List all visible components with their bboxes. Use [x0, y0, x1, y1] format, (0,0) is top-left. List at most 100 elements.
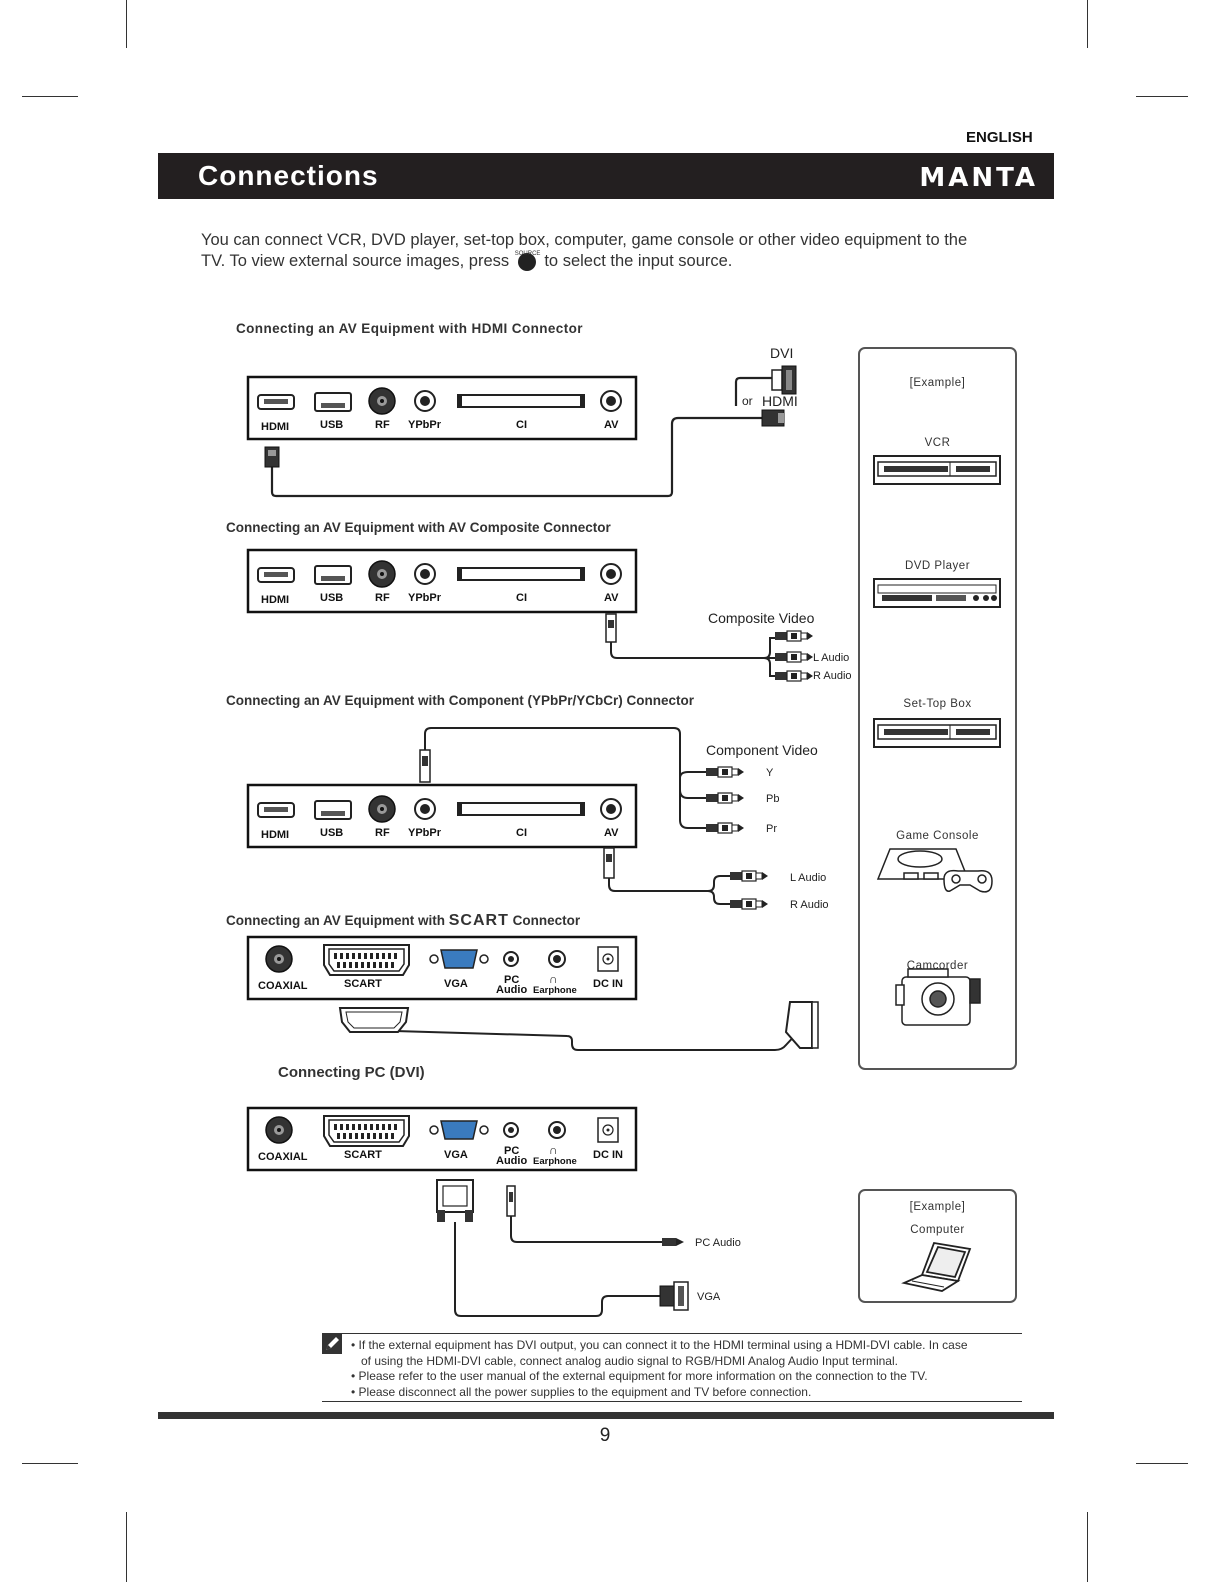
notes-bottom-rule [322, 1401, 1022, 1402]
port-label-coaxial: COAXIAL [258, 1151, 308, 1163]
rca-plug-r-audio [774, 670, 814, 682]
port-label-ypbpr: YPbPr [408, 592, 442, 604]
section-scart-heading: Connecting an AV Equipment with SCART Co… [226, 912, 580, 930]
intro-line-2a: TV. To view external source images, pres… [201, 252, 510, 270]
dvd-player-icon [873, 578, 1001, 608]
source-button-icon: SOURCE [515, 251, 540, 271]
port-label-scart: SCART [344, 1149, 382, 1161]
rca-plug-l-audio [729, 870, 769, 882]
y-label: Y [766, 767, 774, 779]
scart-cable [394, 1029, 801, 1051]
port-label-vga: VGA [444, 978, 468, 990]
port-label-earphone: Earphone [533, 1156, 577, 1167]
crop-mark [1087, 1512, 1088, 1582]
dvi-label: DVI [770, 345, 793, 361]
port-label-dc-in: DC IN [593, 978, 623, 990]
section-pc-heading: Connecting PC (DVI) [278, 1064, 425, 1081]
port-label-hdmi: HDMI [261, 594, 289, 606]
section-hdmi-heading: Connecting an AV Equipment with HDMI Con… [236, 321, 583, 336]
port-label-audio: Audio [496, 984, 527, 996]
pb-label: Pb [766, 793, 779, 805]
crop-mark [22, 96, 78, 97]
crop-mark [126, 0, 127, 48]
language-label: ENGLISH [966, 129, 1033, 146]
pc-audio-plug-tv [506, 1185, 516, 1217]
or-label: or [742, 394, 753, 408]
rca-plug-tv [605, 613, 617, 643]
port-label-usb: USB [320, 827, 343, 839]
port-label-rf: RF [375, 419, 390, 431]
brand-logo: MANTA [919, 163, 1038, 193]
intro-paragraph: You can connect VCR, DVD player, set-top… [201, 230, 1021, 272]
composite-cable [610, 637, 775, 677]
crop-mark [1136, 96, 1188, 97]
l-audio-label: L Audio [813, 652, 849, 664]
vga-cable-label: VGA [697, 1291, 721, 1303]
l-audio-label: L Audio [790, 872, 826, 884]
scart-plug-device [784, 1001, 819, 1049]
section-av-heading: Connecting an AV Equipment with AV Compo… [226, 520, 611, 535]
note-line-4: • Please disconnect all the power suppli… [351, 1384, 812, 1399]
note-line-1: • If the external equipment has DVI outp… [351, 1338, 968, 1352]
example-title: [Example] [909, 377, 966, 389]
port-label-hdmi: HDMI [261, 421, 289, 433]
rca-plug-l-audio [774, 651, 814, 663]
earphone-icon: ∩ [549, 1143, 558, 1157]
port-label-coaxial: COAXIAL [258, 980, 308, 992]
port-label-vga: VGA [444, 1149, 468, 1161]
camcorder-icon [895, 968, 981, 1026]
component-cable [424, 727, 706, 829]
hdmi-cable [270, 376, 772, 498]
scart-plug-tv [338, 1007, 410, 1033]
port-label-av: AV [604, 419, 619, 431]
port-label-dc-in: DC IN [593, 1149, 623, 1161]
device-label-game-console: Game Console [896, 830, 979, 842]
port-label-av: AV [604, 827, 619, 839]
audio-plug-tv [603, 847, 615, 879]
scart-heading-big: SCART [448, 912, 509, 929]
hdmi-cable-label: HDMI [762, 393, 798, 409]
port-label-audio: Audio [496, 1155, 527, 1167]
device-label-vcr: VCR [924, 437, 951, 449]
dvi-plug-icon [771, 365, 797, 395]
notes-text: • If the external equipment has DVI outp… [351, 1338, 1031, 1400]
set-top-box-icon [873, 718, 1001, 748]
crop-mark [22, 1463, 78, 1464]
port-label-ci: CI [516, 827, 527, 839]
device-label-computer: Computer [910, 1224, 965, 1236]
port-label-pc: PC [504, 974, 519, 986]
intro-line-2b: to select the input source. [544, 252, 733, 270]
tv-panel-component [246, 783, 638, 849]
tv-panel-hdmi [246, 375, 638, 441]
intro-line-1: You can connect VCR, DVD player, set-top… [201, 231, 968, 249]
vga-cable [454, 1222, 660, 1317]
port-label-ypbpr: YPbPr [408, 827, 442, 839]
port-label-usb: USB [320, 419, 343, 431]
rca-plug-r-audio [729, 898, 769, 910]
port-label-usb: USB [320, 592, 343, 604]
earphone-icon: ∩ [549, 972, 558, 986]
scart-heading-post: Connector [508, 913, 581, 928]
crop-mark [1136, 1463, 1188, 1464]
pc-example-title: [Example] [909, 1201, 966, 1213]
rca-plug-video [774, 630, 814, 642]
pc-audio-plug-device [662, 1238, 684, 1246]
game-console-icon [876, 848, 993, 893]
r-audio-label: R Audio [813, 670, 852, 682]
page-number: 9 [599, 1425, 611, 1446]
r-audio-label: R Audio [790, 899, 829, 911]
note-line-2: of using the HDMI-DVI cable, connect ana… [351, 1353, 898, 1368]
component-plug-tv [419, 749, 431, 783]
port-label-ypbpr: YPbPr [408, 419, 442, 431]
crop-mark [1087, 0, 1088, 48]
port-label-av: AV [604, 592, 619, 604]
port-label-scart: SCART [344, 978, 382, 990]
pc-audio-label: PC Audio [695, 1237, 741, 1249]
audio-cable [608, 875, 730, 905]
vcr-icon [873, 455, 1001, 485]
port-label-hdmi: HDMI [261, 829, 289, 841]
header-bar: Connections MANTA [158, 153, 1054, 199]
note-line-3: • Please refer to the user manual of the… [351, 1369, 928, 1383]
pr-label: Pr [766, 823, 777, 835]
port-label-ci: CI [516, 419, 527, 431]
